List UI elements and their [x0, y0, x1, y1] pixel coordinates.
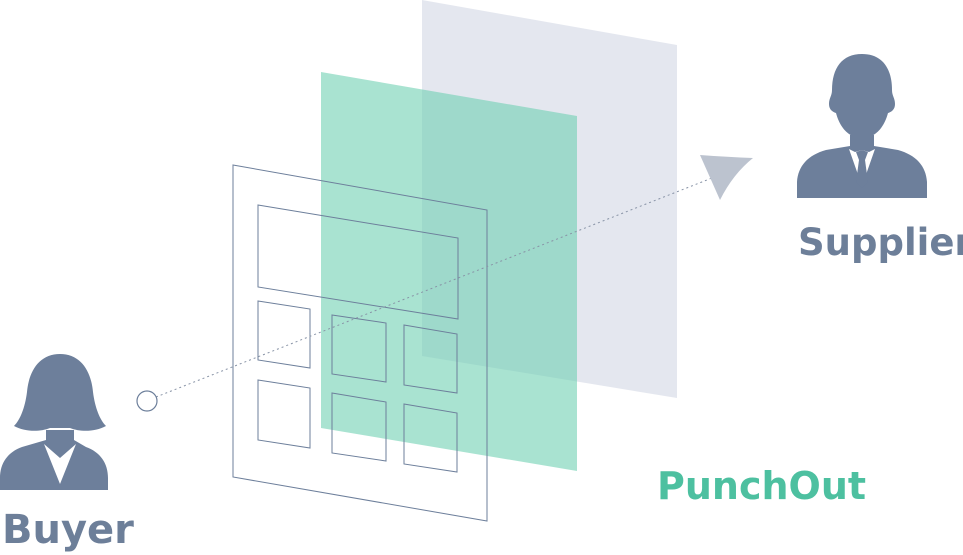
- arrowhead-icon: [700, 155, 753, 200]
- supplier-label: Supplier: [798, 221, 963, 264]
- punchout-label: PunchOut: [657, 464, 867, 508]
- female-user-icon: [0, 354, 108, 490]
- buyer-label: Buyer: [2, 507, 134, 553]
- punchout-panel: [321, 72, 577, 471]
- circle-icon: [136, 390, 158, 412]
- male-user-icon: [797, 54, 927, 198]
- buyer-page-wireframe: [232, 164, 488, 522]
